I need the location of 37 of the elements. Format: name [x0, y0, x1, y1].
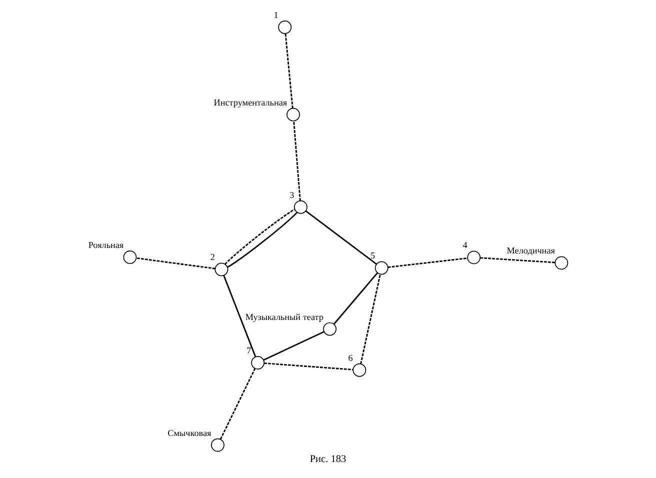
node-circle: [352, 363, 366, 377]
node-circle: [374, 261, 388, 275]
connector: [360, 274, 381, 364]
connector: [333, 272, 378, 325]
node-circle: [278, 20, 292, 34]
node-circle: [123, 250, 137, 264]
node-label: Музыкальный театр: [245, 312, 324, 322]
node-label: Рояльная: [88, 240, 124, 250]
node-label: 4: [462, 240, 468, 250]
connector: [264, 362, 354, 370]
connector: [136, 257, 216, 270]
node-label: 7: [246, 345, 252, 356]
node-label: Смычковая: [168, 428, 212, 438]
node-circle: [251, 356, 265, 370]
node-label: 6: [348, 352, 353, 363]
connector: [284, 34, 294, 108]
connector: [388, 257, 468, 268]
node-label: 1: [274, 10, 278, 20]
node-label: 3: [290, 190, 294, 200]
connector: [223, 275, 256, 357]
node-circle: [211, 438, 224, 452]
node-circle: [214, 262, 228, 276]
node-label: Мелодичная: [506, 246, 555, 256]
node-label: 2: [210, 252, 215, 262]
node-circle: [286, 108, 300, 122]
caption: Рис. 183: [310, 454, 346, 465]
connector: [305, 210, 377, 265]
connector: [263, 331, 324, 361]
node-circle: [554, 256, 568, 270]
node-circle: [467, 250, 481, 264]
connector: [220, 368, 256, 440]
connector: [293, 120, 301, 201]
node-label: 5: [370, 250, 376, 261]
connector: [480, 257, 555, 264]
node-circle: [323, 322, 337, 336]
node-label: Инструментальная: [214, 97, 288, 108]
node-circle: [294, 200, 308, 214]
